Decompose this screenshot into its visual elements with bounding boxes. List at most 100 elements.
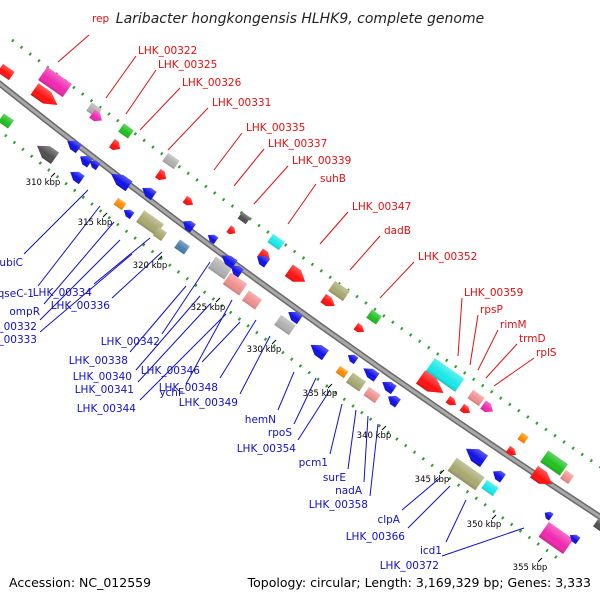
reverse-gene-28 [346, 372, 366, 392]
forward-leader [125, 69, 157, 115]
reverse-gene-36 [569, 534, 581, 545]
reverse-gene-label: nadA [335, 485, 363, 497]
reverse-gene-1 [36, 145, 60, 165]
reverse-gene-9 [136, 210, 164, 236]
reverse-leader [441, 527, 525, 557]
forward-gene-17 [320, 293, 335, 307]
reverse-gene-10 [123, 209, 135, 220]
forward-gene-7 [109, 139, 121, 151]
reverse-gene-38 [593, 518, 600, 532]
tick-mark [50, 172, 56, 178]
forward-gene-8 [162, 152, 180, 170]
reverse-gene-label: LHK_00366 [346, 531, 406, 543]
reverse-leader [407, 485, 451, 529]
tick-label: 310 kbp [26, 178, 61, 188]
forward-gene-15 [284, 264, 306, 282]
reverse-gene-23 [310, 344, 329, 361]
reverse-gene-37 [544, 511, 554, 521]
forward-gene-27 [505, 445, 517, 456]
forward-gene-22 [467, 389, 485, 407]
reverse-leader [161, 261, 211, 335]
reverse-leader [39, 253, 133, 333]
reverse-leader [23, 189, 89, 255]
tick-mark [157, 255, 163, 261]
reverse-gene-27 [382, 381, 397, 395]
reverse-gene-24 [347, 354, 359, 365]
reverse-gene-3 [80, 155, 93, 168]
forward-leader [253, 165, 289, 205]
reverse-gene-2 [67, 140, 82, 154]
reverse-leader [201, 321, 241, 363]
reverse-gene-19 [242, 290, 262, 310]
reverse-gene-label: LHK_00332 [0, 321, 37, 333]
forward-gene-31 [0, 113, 14, 129]
reverse-gene-label: LHK_00372 [380, 560, 439, 572]
forward-leader [493, 357, 535, 387]
forward-gene-26 [517, 432, 529, 444]
reverse-leader [329, 403, 343, 455]
reverse-gene-label: clpA [377, 514, 400, 526]
tick-mark [439, 469, 445, 475]
forward-gene-28 [540, 450, 568, 476]
forward-leader [469, 314, 479, 366]
reverse-leader [185, 299, 233, 385]
forward-gene-18 [366, 309, 382, 325]
reverse-gene-label: pcm1 [299, 457, 328, 469]
reverse-gene-31 [465, 448, 489, 468]
reverse-gene-25 [335, 365, 349, 379]
forward-gene-6 [118, 123, 134, 139]
reverse-leader [139, 313, 227, 401]
reverse-gene-5 [89, 160, 101, 171]
tick-mark [102, 212, 108, 218]
reverse-leader [401, 477, 441, 511]
reverse-gene-34 [493, 470, 506, 483]
reverse-gene-21 [274, 314, 296, 336]
reverse-gene-label: ompR [9, 306, 40, 318]
tick-mark [271, 339, 277, 345]
forward-gene-label: rimM [500, 319, 527, 331]
reverse-leader [363, 415, 369, 483]
reverse-leader [219, 319, 257, 379]
reverse-leader [135, 295, 201, 371]
reverse-gene-14 [207, 234, 219, 245]
reverse-gene-label: LHK_00342 [101, 336, 160, 348]
reverse-leader [137, 303, 211, 383]
reverse-gene-15 [207, 256, 233, 280]
reverse-gene-18 [222, 272, 248, 296]
reverse-gene-32 [447, 457, 485, 491]
forward-gene-3 [30, 83, 58, 106]
forward-gene-label: LHK_00335 [246, 122, 305, 134]
forward-gene-12 [226, 225, 236, 235]
reverse-gene-label: icd1 [420, 545, 442, 557]
forward-gene-24 [445, 395, 457, 406]
reverse-leader [297, 389, 331, 441]
reverse-gene-26 [363, 368, 380, 382]
forward-gene-label: suhB [320, 173, 346, 185]
reverse-leader [43, 221, 115, 305]
reverse-gene-label: rpoS [268, 427, 292, 439]
forward-gene-29 [529, 465, 553, 485]
reverse-gene-29 [363, 386, 381, 404]
reverse-gene-22 [288, 311, 303, 325]
forward-leader [167, 107, 209, 151]
forward-gene-10 [182, 195, 194, 206]
reverse-gene-20 [257, 255, 270, 268]
reverse-gene-label: LHK_00333 [0, 334, 37, 346]
tick-label: 340 kbp [357, 431, 392, 441]
forward-gene-30 [560, 470, 574, 484]
forward-gene-16 [328, 280, 350, 302]
reverse-gene-label: LHK_00354 [237, 443, 297, 455]
reverse-leader [93, 237, 151, 285]
reverse-leader [445, 499, 467, 543]
forward-leader [485, 343, 518, 379]
reverse-gene-17 [231, 265, 244, 278]
forward-gene-11 [237, 211, 251, 225]
reverse-gene-label: ychF [159, 387, 184, 399]
forward-leader [139, 87, 181, 131]
outer-guide-track [11, 38, 600, 469]
forward-leader [319, 211, 349, 245]
tick-label: 345 kbp [415, 475, 450, 485]
forward-gene-label: LHK_00326 [182, 77, 242, 89]
reverse-gene-6 [110, 173, 133, 192]
